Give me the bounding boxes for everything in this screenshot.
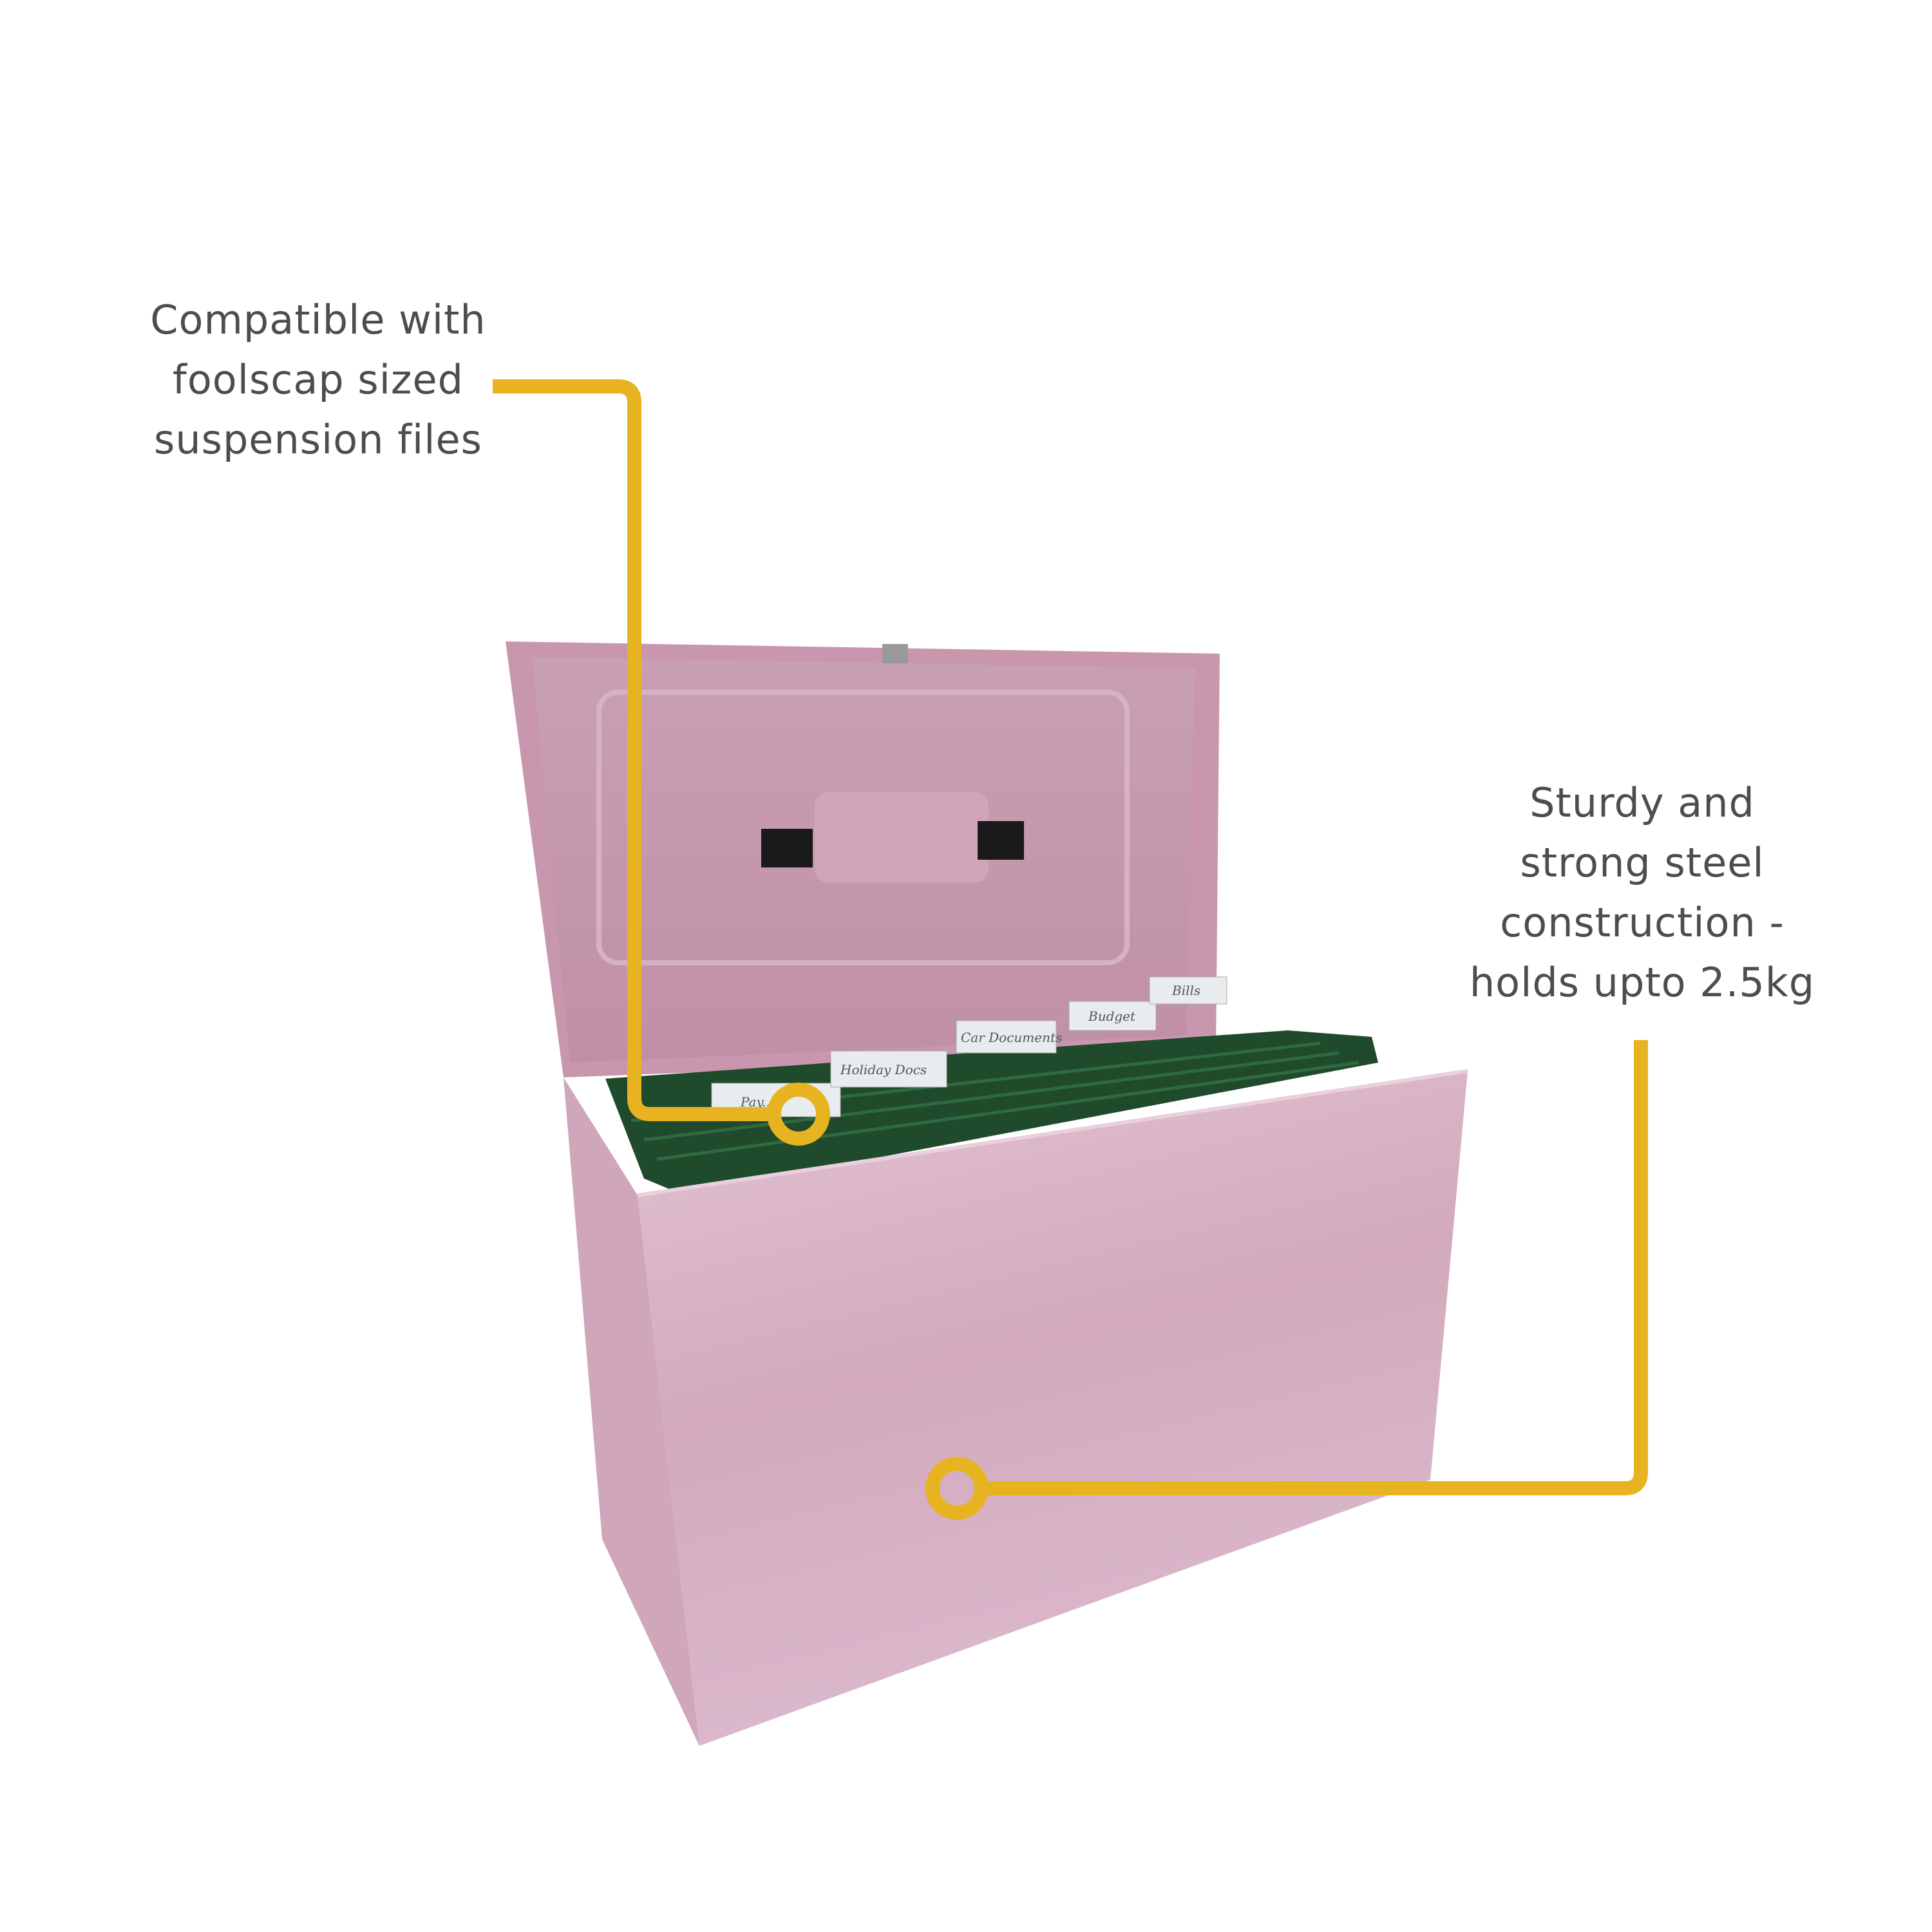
- callout-right-text: Sturdy and strong steel construction - h…: [1436, 773, 1848, 1012]
- file-tab: Holiday Docs: [830, 1050, 947, 1088]
- svg-text:Holiday Docs: Holiday Docs: [840, 1062, 927, 1077]
- file-tab: Budget: [1068, 1001, 1157, 1031]
- callout-connector-right: [925, 1040, 1648, 1520]
- callout-line: foolscap sized: [173, 356, 464, 403]
- box-left-side: [564, 1077, 699, 1746]
- box-front: [638, 1071, 1468, 1746]
- callout-line: Sturdy and: [1530, 779, 1755, 826]
- callout-left-text: Compatible with foolscap sized suspensio…: [125, 290, 511, 469]
- callout-connector-left: [493, 379, 830, 1146]
- handle-clip-right: [978, 821, 1024, 860]
- callout-line: holds upto 2.5kg: [1469, 959, 1815, 1006]
- svg-text:Bills: Bills: [1171, 983, 1200, 998]
- lid-embossed-panel: [596, 690, 1130, 965]
- svg-text:Car Documents: Car Documents: [961, 1030, 1062, 1045]
- callout-line: strong steel: [1520, 839, 1765, 886]
- svg-text:Budget: Budget: [1088, 1009, 1136, 1024]
- handle-clip-left: [761, 829, 813, 867]
- handle-plate: [815, 792, 989, 882]
- callout-line: Compatible with: [150, 296, 486, 343]
- file-tab: Bills: [1149, 976, 1227, 1005]
- callout-line: suspension files: [154, 416, 482, 463]
- callout-line: construction -: [1500, 899, 1785, 946]
- lid-latch: [882, 644, 908, 663]
- file-tab: Car Documents: [956, 1020, 1062, 1054]
